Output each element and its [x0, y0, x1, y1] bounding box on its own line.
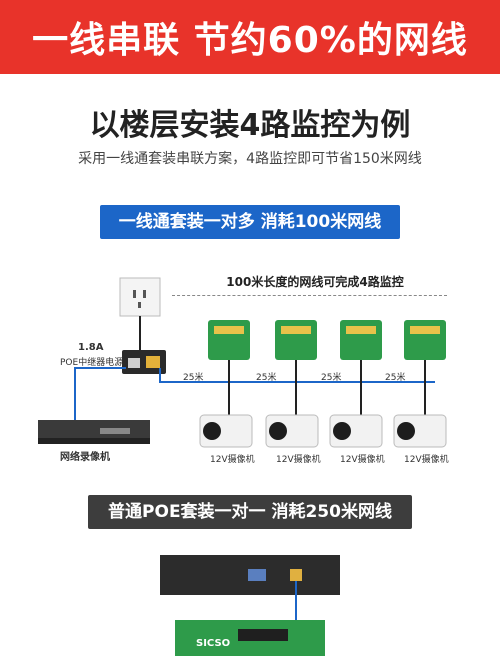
segment-label-3: 25米: [321, 373, 342, 383]
camera-label-4: 12V摄像机: [404, 455, 449, 465]
length-note: 100米长度的网线可完成4路监控: [226, 275, 404, 289]
nvr-label: 网络录像机: [60, 452, 110, 463]
psu-current-label: 1.8A: [78, 342, 104, 353]
segment-label-4: 25米: [385, 373, 406, 383]
scheme-a-banner: 一线通套装一对多 消耗100米网线: [100, 205, 400, 239]
top-banner-text: 一线串联 节约60%的网线: [32, 20, 468, 61]
scheme-b-diagram: [160, 555, 340, 656]
camera-label-1: 12V摄像机: [210, 455, 255, 465]
poe-psu-icon: [122, 350, 166, 374]
camera-label-3: 12V摄像机: [340, 455, 385, 465]
page-subtitle: 采用一线通套装串联方案，4路监控即可节省150米网线: [78, 151, 422, 167]
psu-label: POE中继器电源: [60, 358, 124, 368]
camera-3-icon: [329, 414, 383, 448]
segment-label-1: 25米: [183, 373, 204, 383]
nvr-cable: [74, 367, 126, 420]
camera-label-2: 12V摄像机: [276, 455, 321, 465]
scheme-b-banner: 普通POE套装一对一 消耗250米网线: [88, 495, 412, 529]
nvr-icon: [38, 420, 150, 444]
top-banner: 一线串联 节约60%的网线: [0, 0, 500, 74]
length-dimension-line: [172, 295, 447, 296]
switch-brand-label: SICSO: [196, 638, 231, 649]
trunk-cable: [159, 368, 435, 383]
repeater-4-icon: [404, 320, 446, 360]
repeater-2-icon: [275, 320, 317, 360]
wall-socket-icon: [119, 277, 161, 317]
camera-1-icon: [199, 414, 253, 448]
segment-label-2: 25米: [256, 373, 277, 383]
camera-2-icon: [265, 414, 319, 448]
page-title: 以楼层安装4路监控为例: [89, 108, 411, 143]
repeater-3-icon: [340, 320, 382, 360]
scheme-a-diagram: [38, 277, 447, 448]
repeater-1-icon: [208, 320, 250, 360]
poe-switch-icon: [175, 620, 325, 656]
nvr-front-icon: [160, 555, 340, 595]
camera-4-icon: [393, 414, 447, 448]
